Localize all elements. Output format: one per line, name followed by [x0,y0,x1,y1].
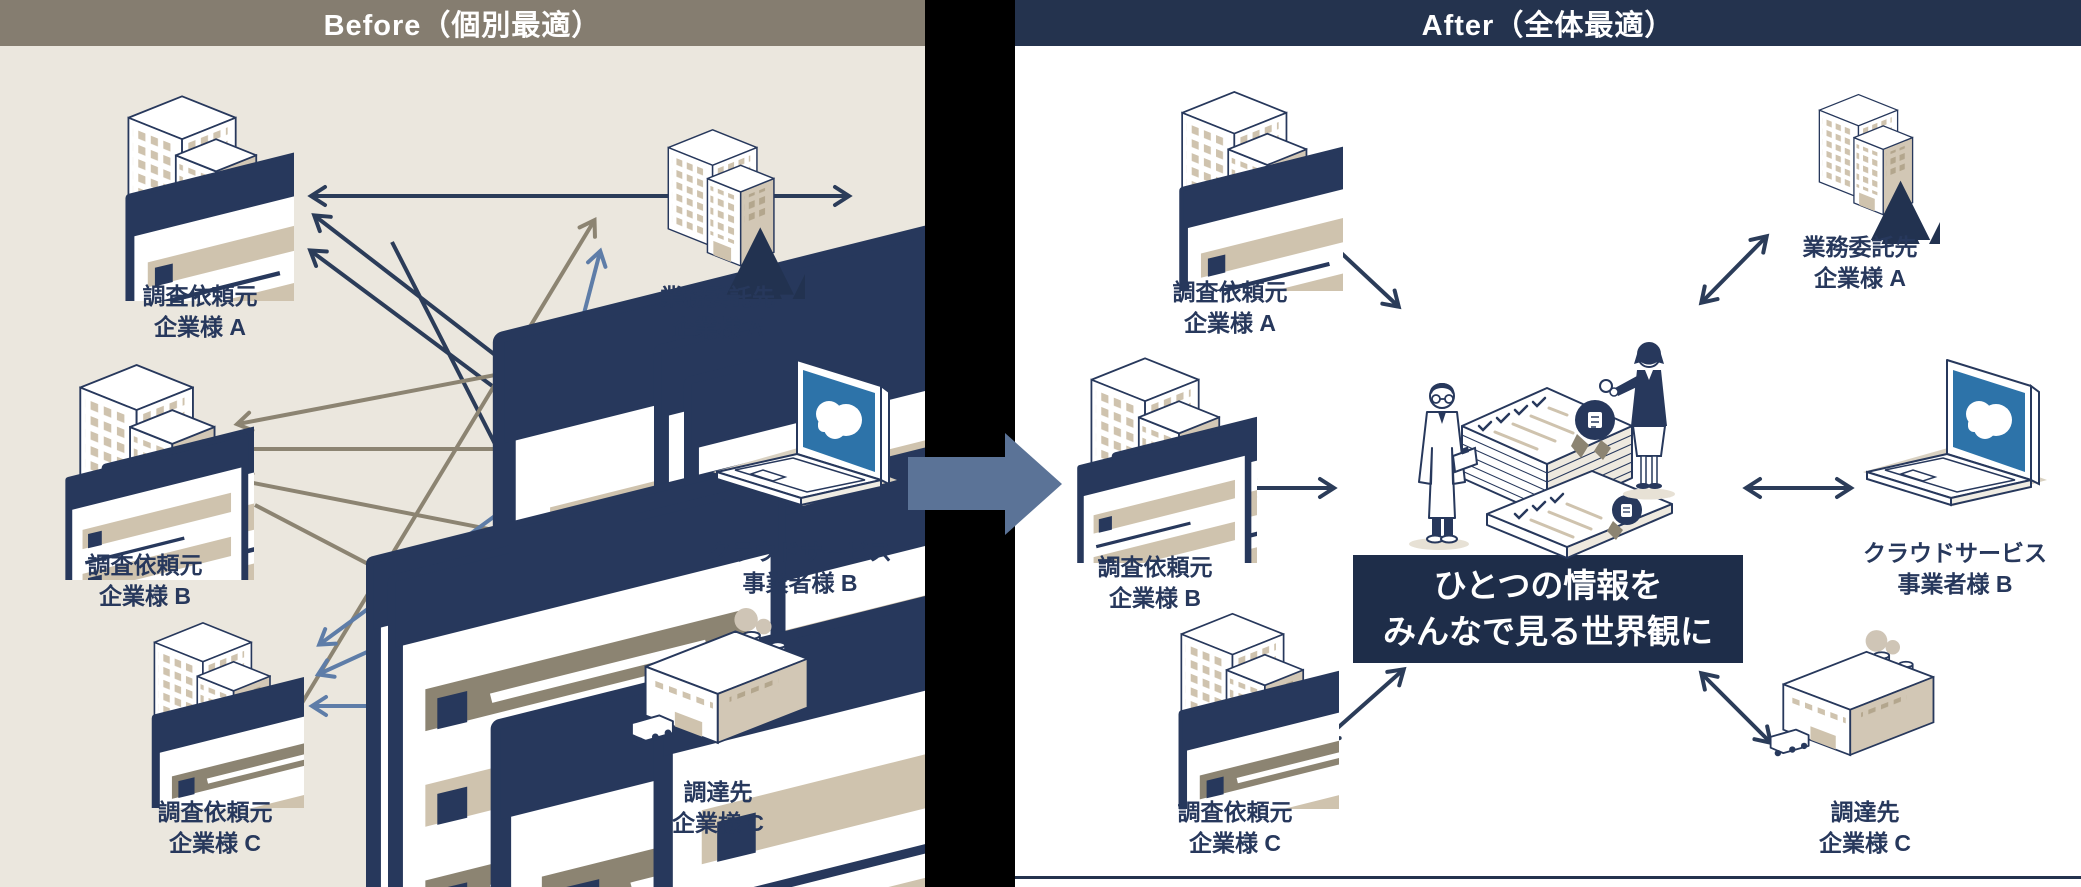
label-line: 調査依頼元 [157,799,273,825]
label-line: 調達先 [683,779,753,805]
before-panel-header: Before（個別最適） [0,0,925,46]
label-line: 企業様 C [1189,830,1281,856]
office-building-with-documents-icon [67,350,254,580]
label-line: 調査依頼元 [1097,554,1213,580]
label-line: 調査依頼元 [1177,799,1293,825]
label-line: 企業様 B [1109,585,1201,611]
before-network-arrows [233,182,925,887]
label-line: 企業様 A [154,314,246,340]
label-line: 調査依頼元 [1172,279,1288,305]
after-panel-title: After（全体最適） [1421,10,1675,42]
label-line: 事業者様 B [1897,571,2013,597]
laptop-cloud-service-icon [1862,359,2048,507]
after-caption-box: ひとつの情報を みんなで見る世界観に [1353,555,1743,663]
label-line: 業務委託先 [1802,234,1918,260]
after-node-label-supplier-c: 調達先 企業様 C [1780,797,1950,859]
label-line: 企業様 C [169,830,261,856]
after-panel-bottom-border [1015,876,2081,879]
label-line: 調達先 [1830,799,1900,825]
office-building-with-documents-icon [118,610,304,808]
after-node-label-research-client-b: 調査依頼元 企業様 B [1055,552,1255,614]
before-node-label-outsourcing-a: 業務委託先 企業様 A [625,282,810,344]
before-to-after-arrow-icon [908,433,1062,535]
label-line: 企業様 A [671,315,764,341]
after-node-label-research-client-c: 調査依頼元 企業様 C [1135,797,1335,859]
after-panel-header: After（全体最適） [1015,0,2081,46]
before-node-label-research-client-b: 調査依頼元 企業様 B [35,550,255,612]
before-node-label-cloud-provider-b: クラウドサービス 事業者様 B [690,537,910,599]
before-node-label-research-client-a: 調査依頼元 企業様 A [100,281,300,343]
caption-line: みんなで見る世界観に [1383,613,1713,650]
label-line: クラウドサービス [1863,540,2047,566]
after-node-label-outsourcing-a: 業務委託先 企業様 A [1770,232,1950,294]
label-line: クラウドサービス [708,539,892,565]
laptop-cloud-service-icon [712,359,898,507]
label-line: 企業様 C [672,810,764,836]
factory-icon [1769,630,1935,758]
label-line: 業務委託先 [660,284,775,310]
before-panel-title: Before（個別最適） [323,10,602,42]
label-line: 企業様 C [1819,830,1911,856]
after-panel: After（全体最適） 調査依頼元 企業様 A [1015,0,2081,887]
office-building-icon [635,118,805,299]
label-line: 企業様 A [1184,310,1276,336]
office-building-with-documents-icon [1079,344,1257,563]
office-building-with-documents-icon [1143,78,1343,291]
office-building-with-documents-icon [88,82,294,301]
label-line: 調査依頼元 [87,552,203,578]
caption-line: ひとつの情報を [1433,567,1663,604]
label-line: 企業様 A [1814,265,1906,291]
shared-document-stack-with-people-icon [1409,342,1675,559]
label-line: 調査依頼元 [142,283,258,309]
office-building-icon [1790,84,1940,244]
label-line: 企業様 B [99,583,191,609]
before-panel: Before（個別最適） [0,0,925,887]
before-node-label-research-client-c: 調査依頼元 企業様 C [115,797,315,859]
office-building-with-documents-icon [1143,600,1339,809]
after-node-label-research-client-a: 調査依頼元 企業様 A [1130,277,1330,339]
factory-icon [630,608,809,746]
label-line: 事業者様 B [742,570,858,596]
after-node-label-cloud-provider-b: クラウドサービス 事業者様 B [1845,538,2065,600]
before-node-label-supplier-c: 調達先 企業様 C [628,777,808,839]
